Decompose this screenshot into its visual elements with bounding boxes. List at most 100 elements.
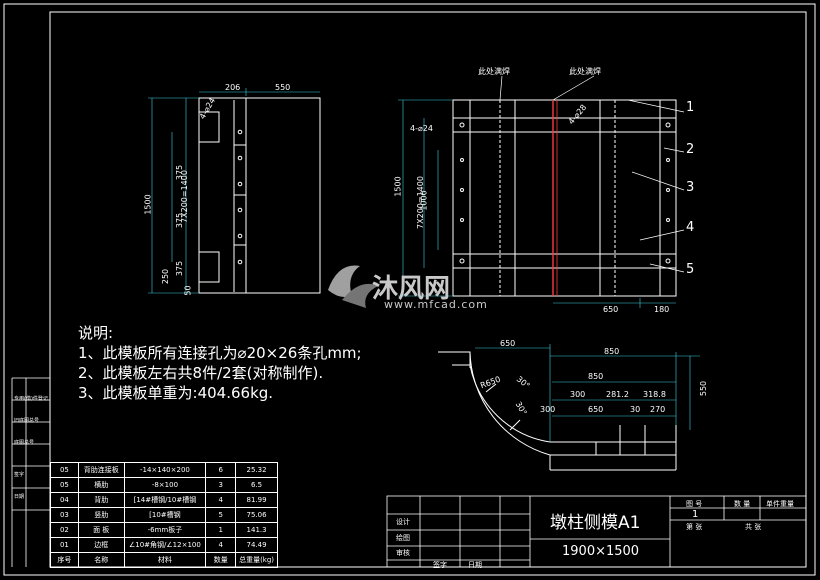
tb-draw: 绘图 [396, 534, 410, 542]
table-header-row: 序号 名称 材料 数量 总重量(kg) [50, 552, 278, 568]
dim-plan-650: 650 [500, 339, 516, 348]
weld-note-a: 此处满焊 [478, 67, 510, 76]
watermark-name: 沐风网 [372, 274, 451, 304]
dim-1000-front: 1000 [419, 190, 429, 211]
dim-375a: 375 [175, 164, 185, 181]
tb-review: 审核 [396, 549, 410, 557]
table-cell: 04 [50, 492, 79, 508]
dim-plan-300b: 300 [540, 405, 556, 414]
callout-2: 2 [686, 142, 695, 157]
drawing-size: 1900×1500 [562, 544, 640, 559]
callout-5: 5 [686, 262, 695, 277]
dim-550: 550 [275, 83, 291, 92]
table-header-cell: 总重量(kg) [235, 552, 278, 568]
table-header-cell: 序号 [50, 552, 79, 568]
table-cell: 面 板 [77, 522, 125, 538]
plan-view [438, 351, 677, 471]
callout-leaders [499, 75, 685, 273]
tb-sign: 签字 [433, 561, 447, 569]
table-header-cell: 数量 [205, 552, 237, 568]
tb-date: 日期 [468, 561, 482, 569]
table-cell: 01 [50, 537, 79, 553]
left-strip-label: 底图总号 [14, 440, 35, 446]
table-row: 04 背肋 [14#槽钢/10#槽钢 4 81.99 [50, 492, 278, 508]
left-strip-label: 签字 [14, 472, 25, 478]
notes-heading: 说明: [78, 324, 114, 342]
watermark-url: www.mfcad.com [384, 298, 488, 311]
tb-total: 共 张 [745, 523, 762, 531]
table-cell: 边框 [77, 537, 125, 553]
tb-sheet: 第 张 [686, 523, 703, 531]
dim-250: 250 [161, 268, 171, 285]
left-strip [11, 377, 50, 567]
table-cell: 背肋 [77, 492, 125, 508]
left-strip-label: 旧底图总号 [14, 418, 40, 424]
front-view-dims [398, 99, 676, 308]
dim-plan-550: 550 [699, 380, 709, 397]
table-cell: ∠10#角钢/∠12×100 [123, 537, 207, 553]
weld-note-b: 此处满焊 [569, 67, 601, 76]
table-cell: [14#槽钢/10#槽钢 [123, 492, 207, 508]
table-cell: 横肋 [77, 477, 125, 493]
dim-180-front: 180 [654, 305, 670, 314]
dim-375c: 375 [175, 260, 185, 277]
drawing-title: 墩柱侧模A1 [550, 513, 641, 533]
dim-plan-300: 300 [570, 390, 586, 399]
table-cell: -6mm板子 [123, 522, 207, 538]
table-cell: [10#槽钢 [123, 507, 207, 523]
tb-qty: 数 量 [734, 500, 751, 508]
dim-375b: 375 [175, 212, 185, 229]
table-cell: 5 [205, 507, 237, 523]
table-cell: 6.5 [235, 477, 278, 493]
table-row: 03 竖肋 [10#槽钢 5 75.06 [50, 507, 278, 523]
dim-plan-270: 270 [650, 405, 666, 414]
dim-1500-front: 1500 [393, 176, 403, 197]
table-cell: 81.99 [235, 492, 278, 508]
dim-plan-30: 30 [630, 405, 641, 414]
side-view-dims [148, 88, 320, 294]
table-cell: -8×100 [123, 477, 207, 493]
table-cell: 4 [205, 492, 237, 508]
table-cell: 4 [205, 537, 237, 553]
note-line-2: 2、此模板左右共8件/2套(对称制作). [78, 364, 324, 382]
table-row: 05 背肋连接板 -14×140×200 6 25.32 [50, 462, 278, 478]
plan-view-dims [475, 344, 700, 442]
table-cell: 75.06 [235, 507, 278, 523]
table-cell: 6 [205, 462, 237, 478]
table-cell: 3 [205, 477, 237, 493]
table-cell: 05 [50, 477, 79, 493]
table-row: 05 横肋 -8×100 3 6.5 [50, 477, 278, 493]
note-line-3: 3、此模板单重为:404.66kg. [78, 384, 274, 402]
dim-holes-front-a: 4-⌀24 [410, 124, 433, 133]
table-header-cell: 名称 [77, 552, 125, 568]
tb-qty-val: 1 [692, 509, 699, 520]
callout-4: 4 [686, 220, 695, 235]
dim-plan-281: 281.2 [606, 390, 629, 399]
table-cell: 02 [50, 522, 79, 538]
parts-table: 05 背肋连接板 -14×140×200 6 25.32 05 横肋 -8×10… [50, 462, 278, 568]
title-block [386, 495, 807, 568]
table-cell: 74.49 [235, 537, 278, 553]
left-strip-label: 日期 [14, 494, 25, 500]
table-row: 02 面 板 -6mm板子 1 141.3 [50, 522, 278, 538]
table-row: 01 边框 ∠10#角钢/∠12×100 4 74.49 [50, 537, 278, 553]
dim-plan-318: 318.8 [643, 390, 666, 399]
tb-unit-weight: 单件重量 [766, 500, 794, 508]
table-cell: -14×140×200 [123, 462, 207, 478]
table-cell: 25.32 [235, 462, 278, 478]
tb-design: 设计 [396, 518, 410, 526]
side-view [198, 97, 321, 294]
callout-1: 1 [686, 100, 695, 115]
outer-border [3, 3, 816, 576]
table-cell: 05 [50, 462, 79, 478]
watermark-logo-icon [328, 265, 378, 308]
table-cell: 141.3 [235, 522, 278, 538]
dim-1500-side: 1500 [143, 194, 153, 215]
dim-plan-850: 850 [604, 347, 620, 356]
dim-206: 206 [225, 83, 241, 92]
table-cell: 1 [205, 522, 237, 538]
left-strip-label: 专用(借)件登记 [14, 396, 48, 402]
tb-fig-no: 图 号 [686, 500, 703, 508]
front-view [452, 99, 677, 297]
